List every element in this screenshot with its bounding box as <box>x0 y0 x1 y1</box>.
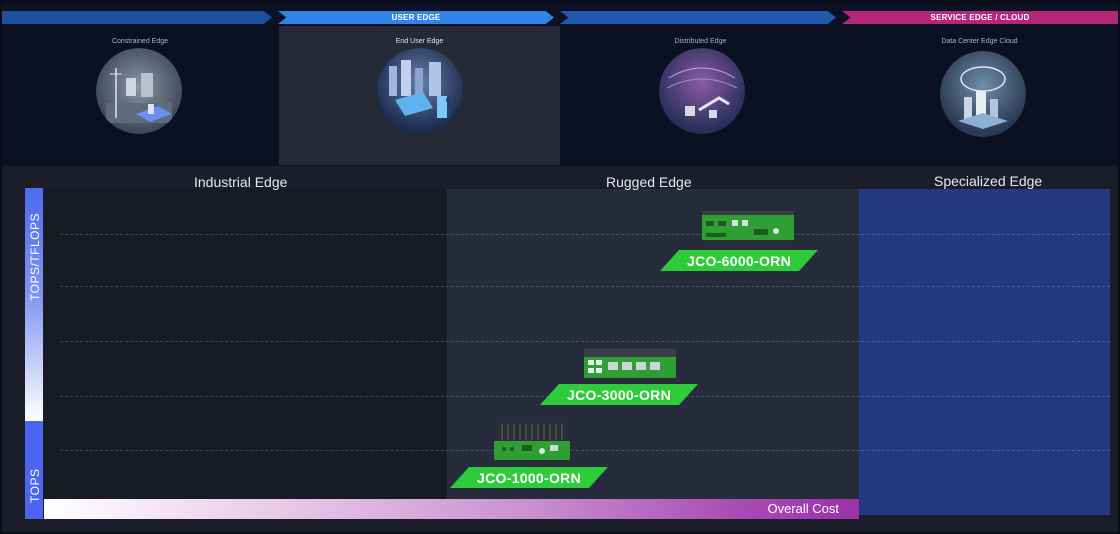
jco-1000-orn-device-image <box>492 421 572 465</box>
data-center-cloud-illustration <box>940 51 1026 137</box>
end-user-edge-caption: End User Edge <box>395 38 444 45</box>
gridline <box>60 450 1110 451</box>
gridline <box>60 234 1110 235</box>
edge-categories-banner: USER EDGE SERVICE EDGE / CLOUD Constrain… <box>0 0 1120 166</box>
data-center-edge-cloud-panel: Data Center Edge Cloud <box>841 26 1118 165</box>
user-edge-arrow: USER EDGE <box>278 11 554 24</box>
x-axis-label: Overall Cost <box>767 501 839 516</box>
gridline <box>60 286 1110 287</box>
industrial-edge-label: Industrial Edge <box>194 174 288 190</box>
jco-3000-orn-label: JCO-3000-ORN <box>540 384 698 405</box>
y-axis-tops-bar <box>25 421 43 519</box>
constrained-edge-caption: Constrained Edge <box>111 38 169 45</box>
jco-6000-orn-label: JCO-6000-ORN <box>660 250 818 271</box>
rugged-edge-label: Rugged Edge <box>606 174 692 190</box>
x-axis-cost-bar: Overall Cost <box>44 499 859 519</box>
jco-1000-orn-label: JCO-1000-ORN <box>450 467 608 488</box>
service-edge-cloud-arrow: SERVICE EDGE / CLOUD <box>842 11 1118 24</box>
jco-6000-orn-device-image <box>700 207 796 243</box>
gridline <box>60 341 1110 342</box>
distributed-edge-illustration <box>659 48 745 134</box>
distributed-edge-caption: Distributed Edge <box>674 38 727 45</box>
industrial-edge-zone <box>44 189 447 519</box>
y-axis-label-tops: TOPS <box>28 468 42 503</box>
data-center-edge-cloud-caption: Data Center Edge Cloud <box>941 38 1018 45</box>
y-axis-label-tops-tflops: TOPS/TFLOPS <box>28 213 42 301</box>
distributed-edge-arrow <box>560 11 836 24</box>
constrained-edge-arrow <box>2 11 272 24</box>
constrained-edge-illustration <box>96 48 182 134</box>
end-user-edge-illustration <box>377 48 463 134</box>
y-axis-tflops-bar <box>25 188 43 421</box>
constrained-edge-panel: Constrained Edge <box>2 26 278 165</box>
specialized-edge-label: Specialized Edge <box>934 173 1043 189</box>
specialized-edge-zone <box>859 189 1110 515</box>
end-user-edge-panel: End User Edge <box>279 26 560 165</box>
product-positioning-diagram: Industrial Edge Rugged Edge Specialized … <box>0 166 1120 532</box>
distributed-edge-panel: Distributed Edge <box>561 26 840 165</box>
jco-3000-orn-device-image <box>580 347 680 383</box>
